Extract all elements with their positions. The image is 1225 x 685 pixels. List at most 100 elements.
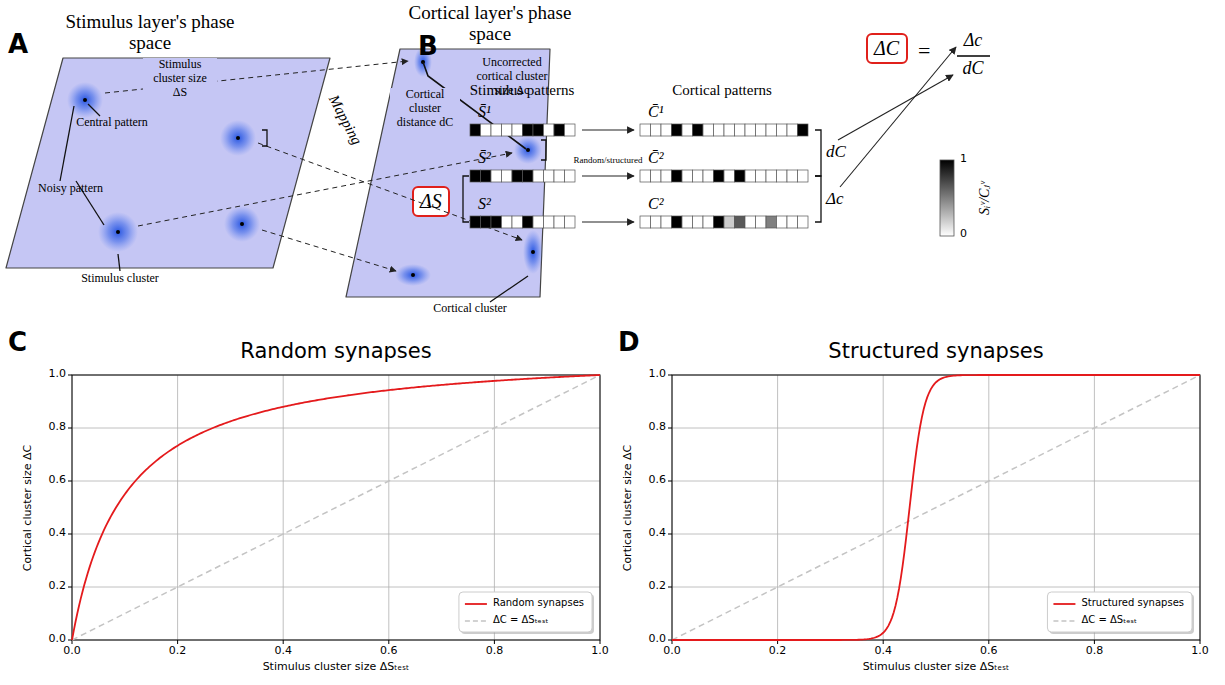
- tick: [68, 587, 72, 588]
- tick: [68, 428, 72, 429]
- grid-line: [672, 587, 1200, 588]
- tick: [668, 375, 672, 376]
- tick: [1200, 640, 1201, 644]
- label: Central pattern: [76, 116, 148, 130]
- curve: [672, 375, 1200, 640]
- label: C̄²: [648, 149, 663, 167]
- pattern-cell: [703, 216, 714, 228]
- pattern-cell: [787, 216, 798, 228]
- pattern-cell: [703, 170, 714, 182]
- pattern-cell: [724, 216, 735, 228]
- label: Noisy pattern: [38, 182, 103, 196]
- tick: [668, 481, 672, 482]
- pattern-cell: [502, 216, 513, 228]
- pattern-cell: [766, 170, 777, 182]
- tick: [668, 534, 672, 535]
- axes-frame: [672, 375, 1200, 640]
- pattern-cell: [787, 124, 798, 136]
- pattern-cell: [777, 216, 788, 228]
- label: Random/structured: [572, 155, 645, 165]
- pattern-cell: [661, 216, 672, 228]
- tick-label: 0.2: [49, 580, 67, 593]
- pattern-cell: [798, 216, 809, 228]
- pattern-cell: [640, 216, 651, 228]
- legend-text: ΔC = ΔSₜₑₛₜ: [493, 614, 549, 626]
- grid-line: [72, 534, 600, 535]
- tick-label: 1.0: [1191, 645, 1209, 658]
- label: S̄²: [478, 149, 491, 167]
- grid-line: [283, 375, 284, 640]
- pattern-cell: [533, 216, 544, 228]
- label: C²: [648, 195, 663, 213]
- pattern-cell: [481, 216, 492, 228]
- label: S̄¹: [478, 103, 491, 121]
- label: C̄¹: [648, 103, 663, 121]
- plot-title: Random synapses: [240, 339, 431, 363]
- tick-label: 0.0: [663, 645, 681, 658]
- pattern-cell: [756, 170, 767, 182]
- pattern-cell: [470, 216, 481, 228]
- heading: Stimulus layer's phase space: [65, 12, 235, 54]
- label: Mapping: [325, 92, 366, 148]
- pattern-cell: [745, 124, 756, 136]
- pattern-cell: [533, 170, 544, 182]
- pattern-cell: [544, 170, 555, 182]
- pattern-cell: [756, 124, 767, 136]
- label: Stimulus cluster: [81, 272, 159, 286]
- panel-letter: C: [8, 328, 27, 358]
- legend-box: [459, 592, 592, 632]
- tick-label: 0.6: [49, 474, 67, 487]
- tick: [68, 481, 72, 482]
- identity-line: [672, 375, 1200, 640]
- pattern-cell: [565, 124, 576, 136]
- pattern-cell: [502, 170, 513, 182]
- grid-line: [177, 375, 178, 640]
- panel-letter: A: [8, 30, 28, 60]
- tick: [668, 587, 672, 588]
- pattern-cell: [714, 216, 725, 228]
- pattern-cell: [502, 124, 513, 136]
- pattern-cell: [640, 170, 651, 182]
- pattern-cell: [533, 124, 544, 136]
- label: S²: [478, 195, 491, 213]
- tick: [668, 428, 672, 429]
- pattern-cell: [798, 170, 809, 182]
- axes-frame: [72, 375, 600, 640]
- grid-line: [72, 428, 600, 429]
- axis-label: Stimulus cluster size ΔSₜₑₛₜ: [263, 661, 410, 674]
- tick-label: 0.8: [649, 421, 667, 434]
- tick: [388, 640, 389, 644]
- pattern-cell: [512, 216, 523, 228]
- grid-line: [72, 587, 600, 588]
- grid-line: [672, 481, 1200, 482]
- legend-text: Random synapses: [493, 597, 584, 609]
- pattern-cell: [523, 216, 534, 228]
- tick-label: 0.4: [649, 527, 667, 540]
- pattern-cell: [745, 216, 756, 228]
- grid-line: [883, 375, 884, 640]
- pattern-cell: [798, 124, 809, 136]
- label: dC: [962, 58, 983, 79]
- panel-letter: B: [418, 32, 438, 62]
- pattern-arrows: [582, 47, 956, 222]
- tick: [600, 640, 601, 644]
- fraction-bar: [957, 55, 990, 56]
- highlight-box: ΔC: [866, 33, 908, 64]
- grid-line: [388, 375, 389, 640]
- pattern-cell: [672, 170, 683, 182]
- tick-label: 0.2: [649, 580, 667, 593]
- label: Cortical cluster distance dC: [390, 88, 460, 129]
- label: Cortical patterns: [672, 82, 772, 99]
- tick-label: 1.0: [649, 368, 667, 381]
- tick-label: 0.6: [649, 474, 667, 487]
- axis-label: Cortical cluster size ΔC: [622, 444, 635, 571]
- tick-label: 0.4: [874, 645, 892, 658]
- pattern-cell: [512, 170, 523, 182]
- curve: [72, 375, 600, 640]
- tick-label: 0.6: [980, 645, 998, 658]
- label: Stimulus patterns: [470, 82, 575, 99]
- pattern-cell: [714, 124, 725, 136]
- pattern-cell: [766, 216, 777, 228]
- axis-label: Cortical cluster size ΔC: [22, 444, 35, 571]
